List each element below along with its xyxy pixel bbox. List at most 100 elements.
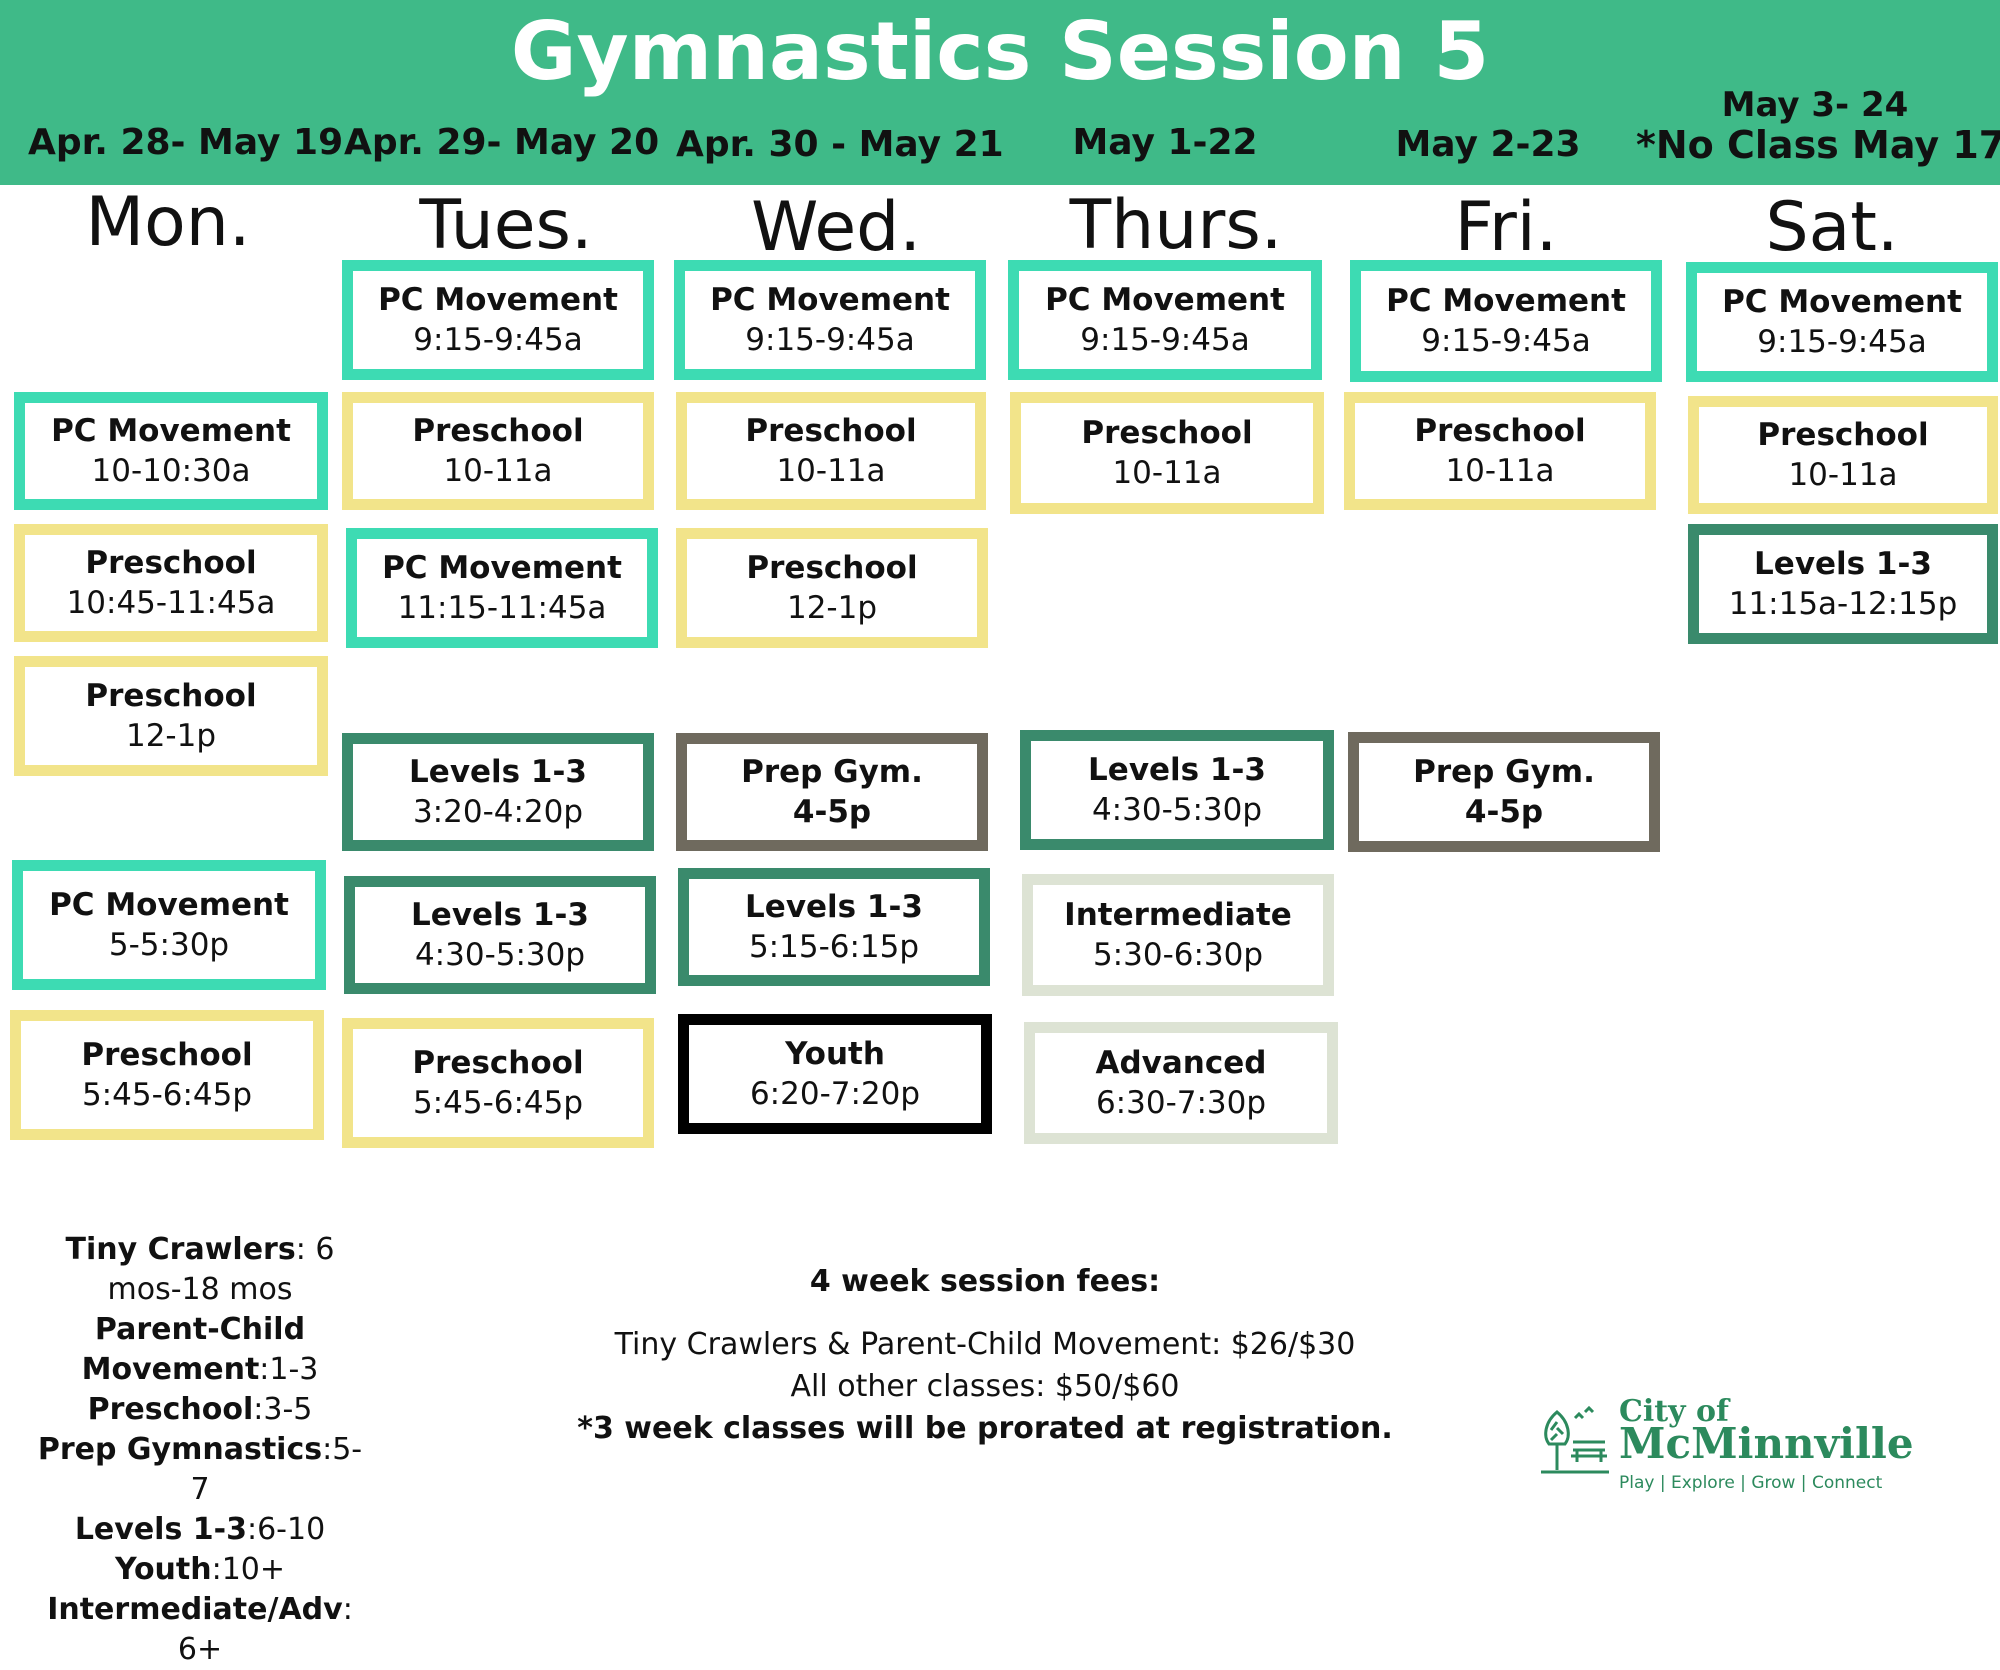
age-line-youth: Youth:10+ — [114, 1552, 286, 1587]
day-mon: Mon. — [85, 183, 251, 262]
class-name: PC Movement — [378, 282, 618, 318]
class-sat-levels: Levels 1-3 11:15a-12:15p — [1688, 524, 1998, 644]
header-banner: Gymnastics Session 5 Apr. 28- May 19 Apr… — [0, 0, 2000, 185]
class-time: 12-1p — [125, 718, 217, 754]
class-name: Preschool — [1414, 413, 1586, 449]
class-name: Advanced — [1095, 1045, 1267, 1081]
class-thu-preschool-am: Preschool 10-11a — [1010, 392, 1324, 514]
page-title: Gymnastics Session 5 — [510, 5, 1490, 98]
fee-line-other: All other classes: $50/$60 — [790, 1369, 1180, 1404]
class-name: Preschool — [81, 1037, 253, 1073]
class-time: 10-11a — [1788, 457, 1898, 493]
class-time: 9:15-9:45a — [1757, 324, 1927, 360]
class-mon-pc-movement-am: PC Movement 10-10:30a — [14, 392, 328, 510]
class-name: Levels 1-3 — [1088, 752, 1266, 788]
class-tue-pc-movement-late: PC Movement 11:15-11:45a — [346, 528, 658, 648]
fees-title: 4 week session fees: — [809, 1264, 1161, 1299]
class-time: 5:30-6:30p — [1092, 937, 1264, 973]
class-name: Preschool — [412, 1045, 584, 1081]
class-tue-pc-movement-am: PC Movement 9:15-9:45a — [342, 260, 654, 380]
class-time: 5:15-6:15p — [748, 929, 920, 965]
class-time: 4:30-5:30p — [414, 937, 586, 973]
class-time: 5:45-6:45p — [81, 1077, 253, 1113]
class-tue-preschool-pm: Preschool 5:45-6:45p — [342, 1018, 654, 1148]
class-mon-pc-movement-pm: PC Movement 5-5:30p — [12, 860, 326, 990]
class-tue-levels-late: Levels 1-3 4:30-5:30p — [344, 876, 656, 994]
class-wed-preschool-noon: Preschool 12-1p — [676, 528, 988, 648]
class-name: Preschool — [85, 545, 257, 581]
class-wed-prep-gym: Prep Gym. 4-5p — [676, 733, 988, 851]
logo-tagline: Play | Explore | Grow | Connect — [1619, 1473, 1883, 1493]
class-name: PC Movement — [51, 413, 291, 449]
date-range-fri: May 2-23 — [1395, 124, 1581, 165]
age-line-preschool: Preschool:3-5 — [87, 1392, 313, 1427]
class-tue-levels-early: Levels 1-3 3:20-4:20p — [342, 733, 654, 851]
class-fri-preschool-am: Preschool 10-11a — [1344, 392, 1656, 510]
class-sat-pc-movement-am: PC Movement 9:15-9:45a — [1686, 262, 1998, 382]
class-time: 10-10:30a — [91, 453, 251, 489]
class-time: 3:20-4:20p — [412, 794, 584, 830]
class-time: 10-11a — [776, 453, 886, 489]
class-name: Preschool — [745, 413, 917, 449]
class-mon-preschool-am: Preschool 10:45-11:45a — [14, 524, 328, 642]
class-mon-preschool-noon: Preschool 12-1p — [14, 656, 328, 776]
class-thu-levels: Levels 1-3 4:30-5:30p — [1020, 730, 1334, 850]
class-time: 10-11a — [1445, 453, 1555, 489]
class-name: Preschool — [1757, 417, 1929, 453]
class-thu-intermediate: Intermediate 5:30-6:30p — [1022, 874, 1334, 996]
class-time: 6:20-7:20p — [749, 1076, 921, 1112]
fee-line-tiny-parent: Tiny Crawlers & Parent-Child Movement: $… — [614, 1327, 1356, 1362]
class-time: 10-11a — [443, 453, 553, 489]
class-thu-pc-movement-am: PC Movement 9:15-9:45a — [1008, 260, 1322, 380]
no-class-note: *No Class May 17 — [1636, 123, 2000, 167]
logo-city-text: City of — [1619, 1394, 1729, 1429]
class-time: 5-5:30p — [108, 927, 230, 963]
tree-bench-icon — [1541, 1405, 1609, 1474]
class-fri-prep-gym: Prep Gym. 4-5p — [1348, 732, 1660, 852]
date-range-mon: Apr. 28- May 19 — [28, 122, 344, 163]
class-wed-youth: Youth 6:20-7:20p — [678, 1014, 992, 1134]
class-time: 4-5p — [792, 794, 872, 830]
class-time: 9:15-9:45a — [1421, 323, 1591, 359]
age-line-parent-child: Parent-Child Movement:1-3 — [81, 1312, 319, 1387]
logo-name-text: McMinnville — [1619, 1419, 1914, 1468]
date-range-wed: Apr. 30 - May 21 — [676, 124, 1004, 165]
class-time: 11:15a-12:15p — [1728, 586, 1958, 622]
class-name: Levels 1-3 — [1754, 546, 1932, 582]
class-time: 4:30-5:30p — [1091, 792, 1263, 828]
class-name: Prep Gym. — [741, 754, 923, 790]
class-time: 4-5p — [1464, 794, 1544, 830]
class-name: PC Movement — [1722, 284, 1962, 320]
day-thu: Thurs. — [1069, 186, 1283, 265]
class-sat-preschool-am: Preschool 10-11a — [1688, 396, 1998, 514]
class-time: 9:15-9:45a — [1080, 322, 1250, 358]
class-name: Intermediate — [1064, 897, 1292, 933]
class-time: 5:45-6:45p — [412, 1085, 584, 1121]
class-name: Preschool — [412, 413, 584, 449]
day-sat: Sat. — [1765, 188, 1899, 267]
class-time: 9:15-9:45a — [745, 322, 915, 358]
class-wed-pc-movement-am: PC Movement 9:15-9:45a — [674, 260, 986, 380]
class-name: PC Movement — [49, 887, 289, 923]
class-time: 10-11a — [1112, 455, 1222, 491]
age-legend: Tiny Crawlers: 6 mos-18 mos Parent-Child… — [30, 1230, 370, 1670]
class-name: Preschool — [746, 550, 918, 586]
class-time: 10:45-11:45a — [66, 585, 276, 621]
class-wed-preschool-am: Preschool 10-11a — [676, 392, 986, 510]
class-name: PC Movement — [382, 550, 622, 586]
day-wed: Wed. — [751, 188, 921, 267]
class-mon-preschool-pm: Preschool 5:45-6:45p — [10, 1010, 324, 1140]
class-fri-pc-movement-am: PC Movement 9:15-9:45a — [1350, 260, 1662, 382]
age-line-tiny-crawlers: Tiny Crawlers: 6 mos-18 mos — [65, 1232, 335, 1307]
date-range-tue: Apr. 29- May 20 — [344, 122, 660, 163]
session-fees: 4 week session fees: Tiny Crawlers & Par… — [560, 1262, 1410, 1450]
class-time: 12-1p — [786, 590, 878, 626]
date-range-sat: May 3- 24 — [1721, 85, 1909, 125]
day-fri: Fri. — [1454, 188, 1558, 267]
class-thu-advanced: Advanced 6:30-7:30p — [1024, 1022, 1338, 1144]
class-name: Levels 1-3 — [745, 889, 923, 925]
class-name: Preschool — [85, 678, 257, 714]
age-line-intermediate-adv: Intermediate/Adv: 6+ — [47, 1592, 353, 1667]
class-name: PC Movement — [1045, 282, 1285, 318]
age-line-levels: Levels 1-3:6-10 — [74, 1512, 326, 1547]
